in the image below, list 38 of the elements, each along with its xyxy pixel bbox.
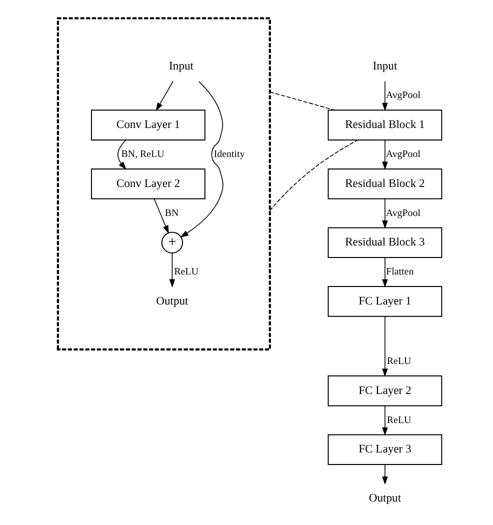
edge-label: Identity — [214, 149, 245, 160]
node-box: Conv Layer 2 — [90, 168, 206, 200]
node-text: Input — [372, 59, 398, 72]
edge-label: AvgPool — [386, 208, 420, 219]
node-box: Residual Block 2 — [328, 168, 442, 200]
edge-label: AvgPool — [386, 149, 420, 160]
edge-label: AvgPool — [386, 90, 420, 102]
arrow — [382, 80, 388, 112]
node-circle: + — [161, 232, 184, 254]
arrow — [382, 316, 388, 377]
edge-label: ReLU — [386, 356, 412, 368]
node-box: Conv Layer 1 — [90, 110, 206, 140]
node-text: Output — [368, 492, 402, 505]
connector — [269, 140, 358, 212]
edge-label: Flatten — [386, 266, 414, 278]
arrow — [382, 405, 388, 436]
arrow — [118, 140, 126, 170]
edge-label: ReLU — [386, 414, 412, 426]
arrow — [382, 140, 388, 170]
edge-label: ReLU — [174, 266, 198, 278]
arrow — [382, 198, 388, 229]
node-box: Residual Block 1 — [328, 110, 442, 140]
edge-label: BN, ReLU — [121, 149, 164, 160]
node-text: Input — [169, 59, 194, 72]
edge-label: BN — [164, 208, 179, 219]
arrow — [382, 257, 388, 288]
arrow — [169, 252, 176, 288]
connector — [269, 92, 336, 111]
node-box: FC Layer 2 — [328, 375, 442, 406]
node-box: FC Layer 3 — [328, 434, 442, 466]
node-text: Output — [156, 294, 188, 308]
cluster — [56, 17, 271, 350]
arrow — [382, 464, 388, 485]
arrow — [154, 198, 169, 234]
arrow — [156, 80, 174, 111]
node-box: Residual Block 3 — [328, 227, 442, 258]
arrow — [180, 81, 224, 238]
node-box: FC Layer 1 — [328, 286, 442, 317]
